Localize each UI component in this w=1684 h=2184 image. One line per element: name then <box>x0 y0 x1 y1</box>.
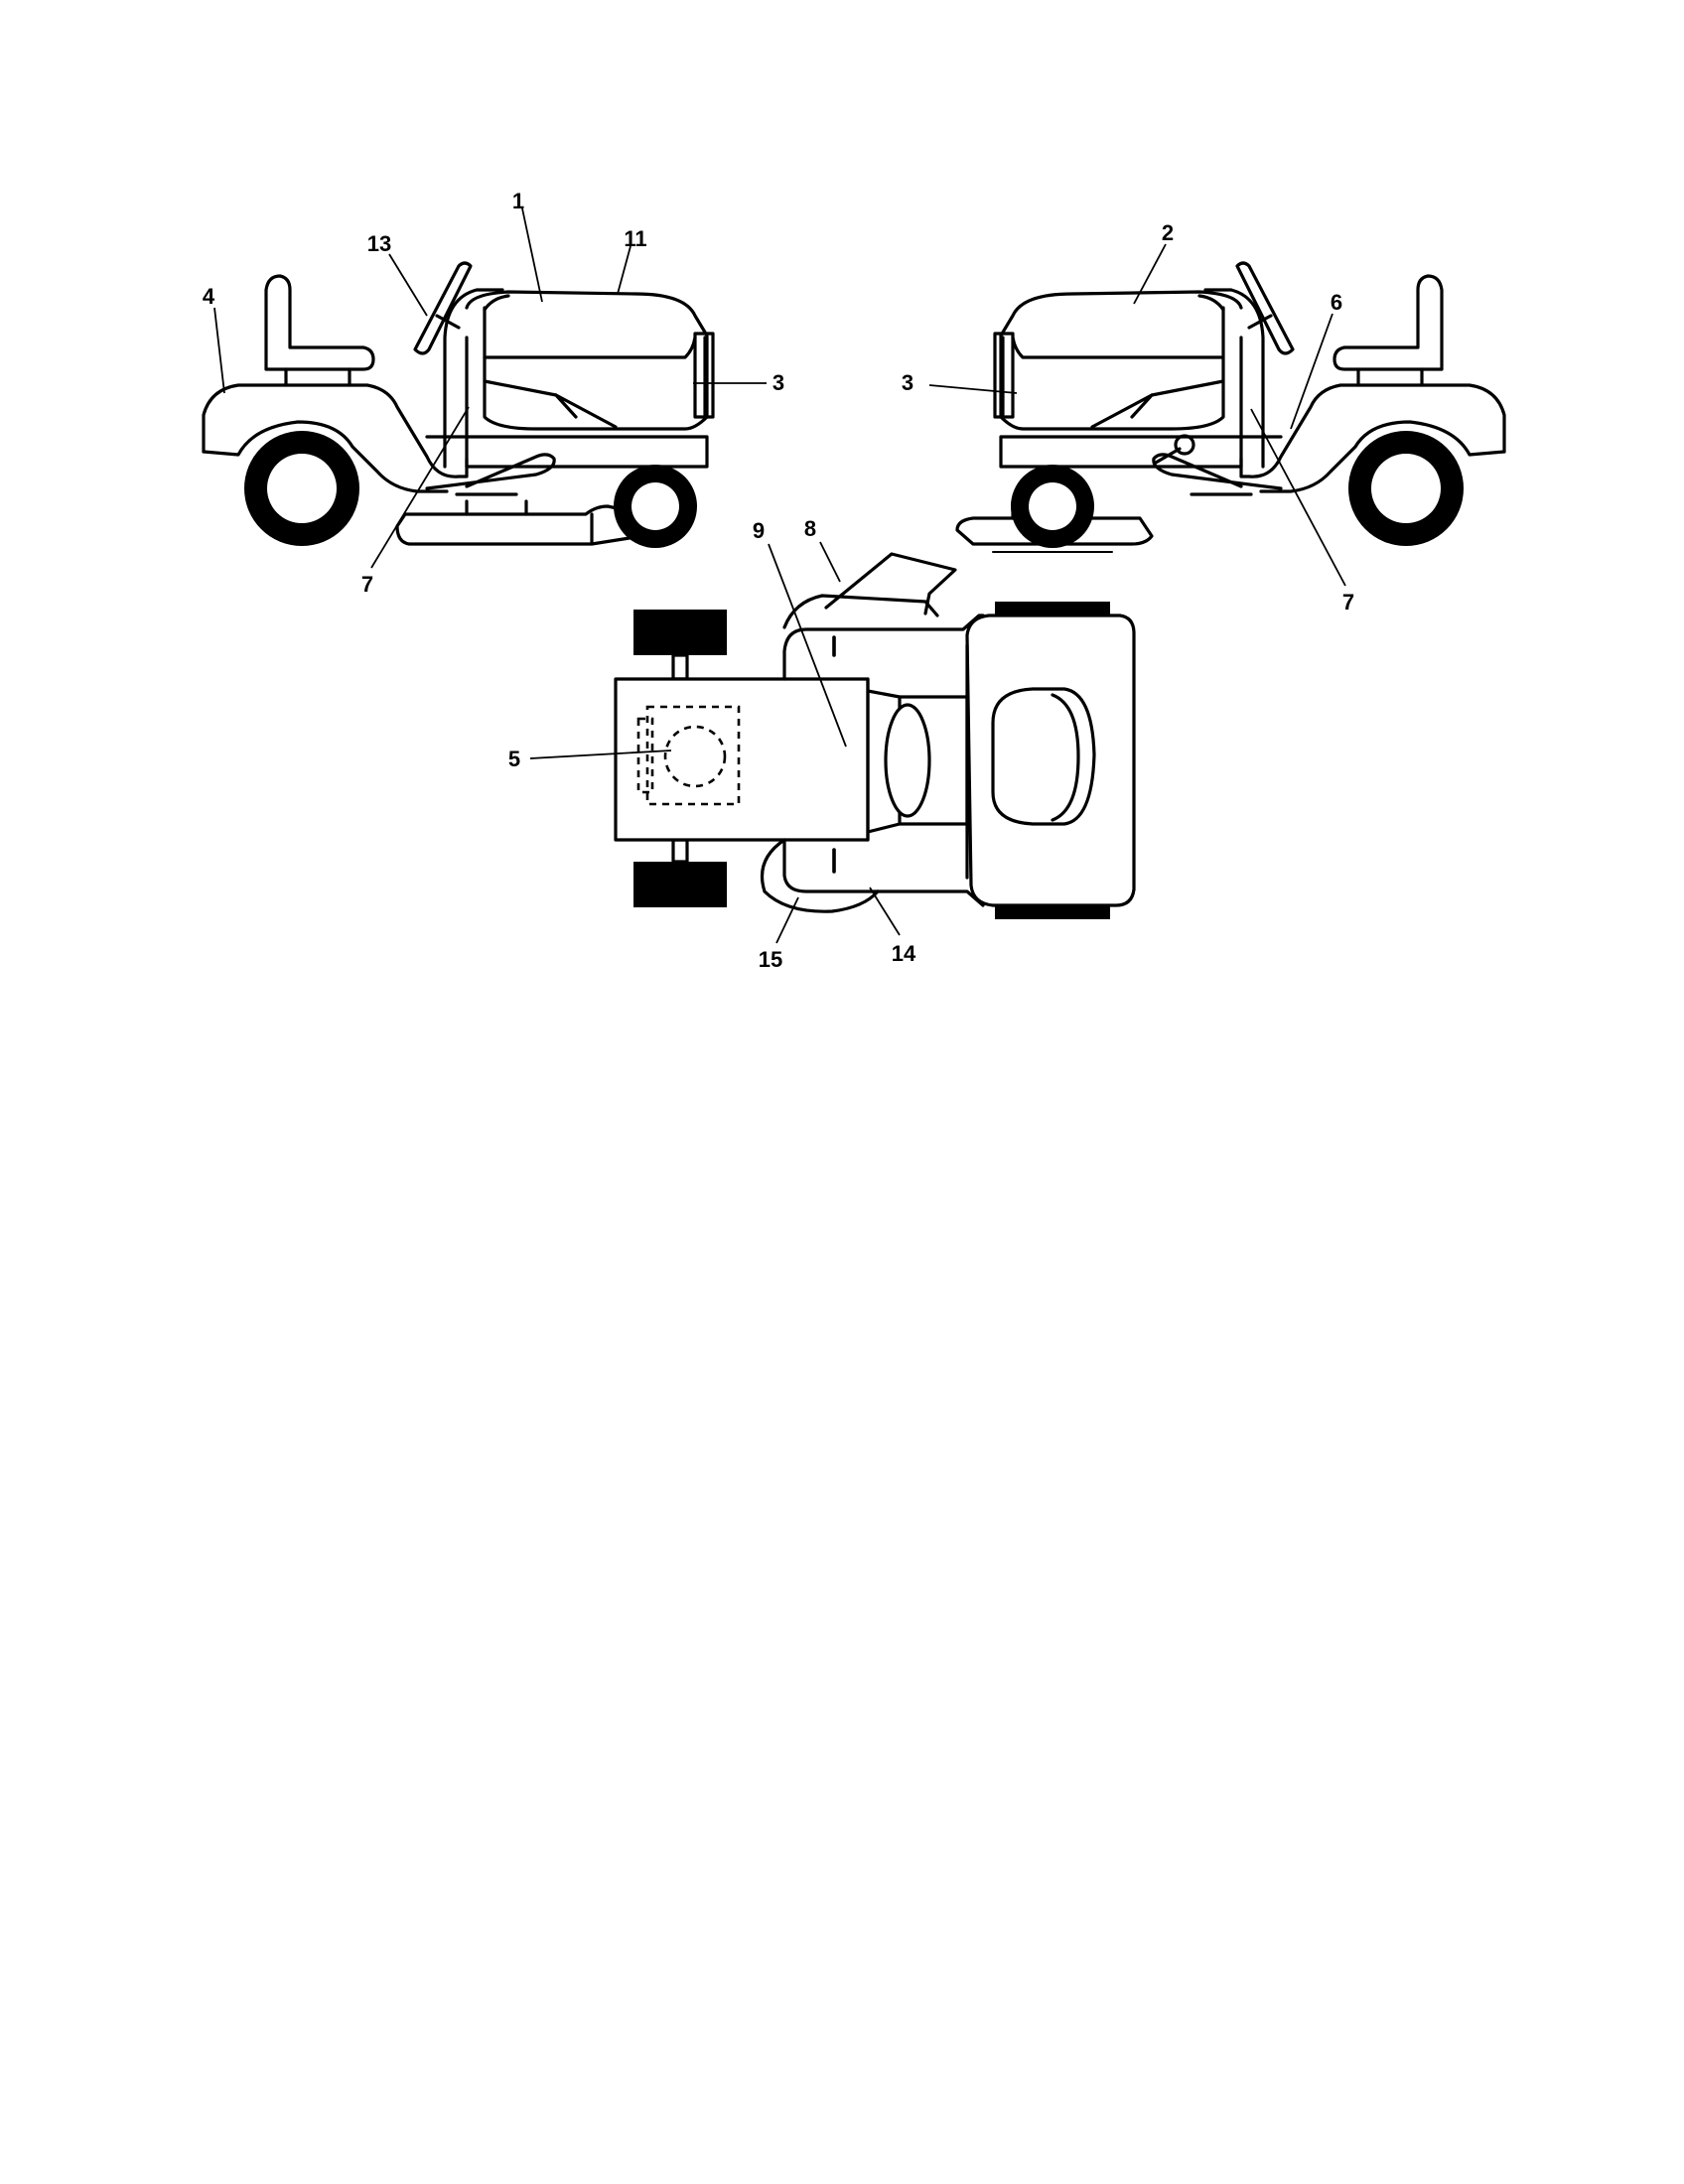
callout-14: 14 <box>892 941 916 966</box>
callout-1: 1 <box>512 189 524 213</box>
callout-5: 5 <box>508 747 520 771</box>
tractor-top-view <box>614 552 1136 919</box>
callout-labels: 1 11 13 4 3 7 2 6 3 7 8 9 5 15 14 <box>203 189 1354 972</box>
callout-15: 15 <box>759 947 782 972</box>
callout-3-right: 3 <box>902 370 913 395</box>
tractor-right-side-view <box>955 261 1506 553</box>
callout-4: 4 <box>203 284 215 309</box>
callout-7-left: 7 <box>361 572 373 597</box>
callout-11: 11 <box>624 226 646 251</box>
tractor-left-side-view <box>202 261 715 548</box>
callout-3-left: 3 <box>772 370 784 395</box>
callout-8: 8 <box>804 516 816 541</box>
callout-7-right: 7 <box>1342 590 1354 614</box>
callout-9: 9 <box>753 518 765 543</box>
callout-6: 6 <box>1331 290 1342 315</box>
leader-lines <box>213 207 1346 944</box>
callout-13: 13 <box>367 231 391 256</box>
callout-2: 2 <box>1162 220 1174 245</box>
